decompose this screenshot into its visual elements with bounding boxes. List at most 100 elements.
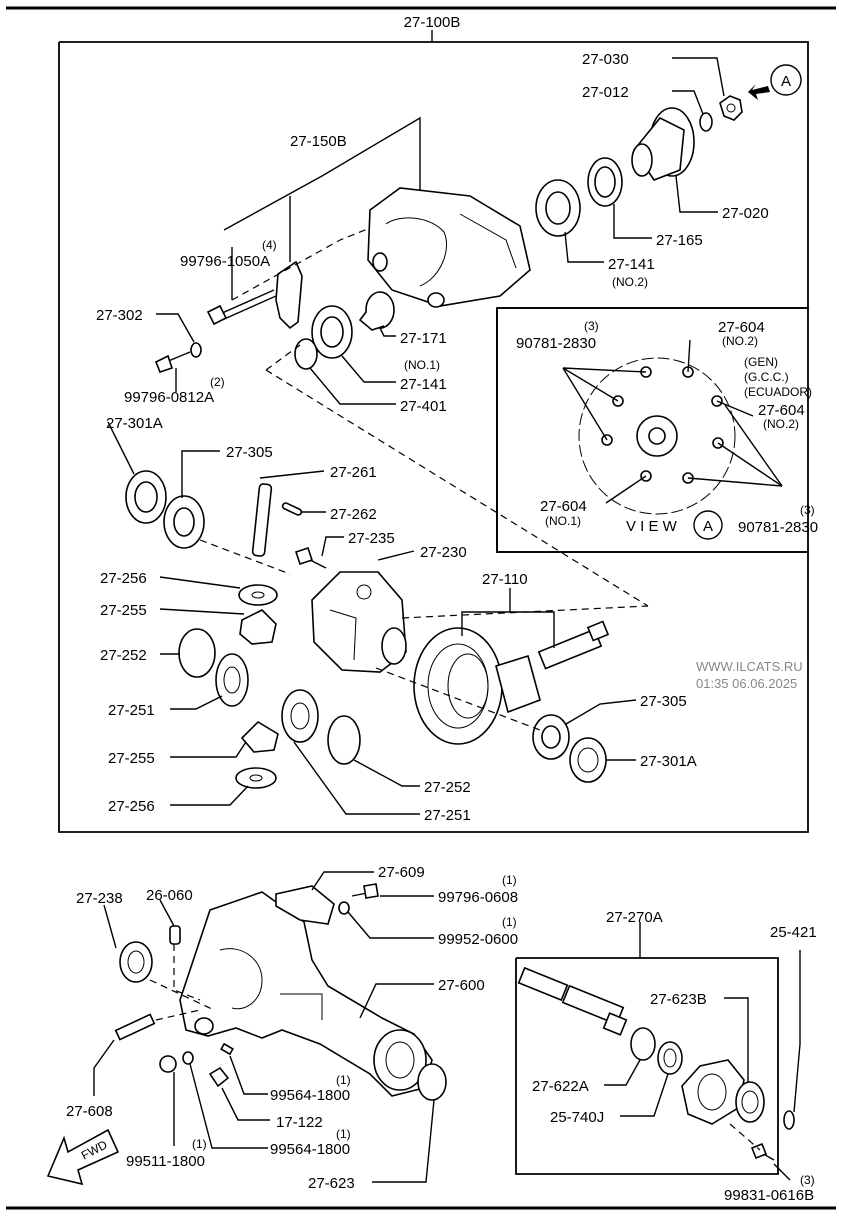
- part-label-99796-0608: 99796-0608: [438, 889, 518, 906]
- bolt-99796-1050a: [206, 289, 277, 326]
- part-label-27-609: 27-609: [378, 864, 425, 881]
- oil-seal-27-165: [587, 157, 623, 207]
- part-label-27-608: 27-608: [66, 1103, 113, 1120]
- bearing-27-141-no2: [535, 179, 581, 237]
- variant-label: (NO.2): [612, 275, 648, 289]
- upper-part-labels: 27-030 27-012 27-020 27-165 27-141 (NO.2…: [96, 51, 769, 824]
- variant-label: (NO.1): [404, 358, 440, 372]
- part-label-27-252: 27-252: [100, 647, 147, 664]
- variant-label: (NO.2): [763, 417, 799, 431]
- variant-label: (NO.2): [722, 334, 758, 348]
- part-label-27-305: 27-305: [226, 444, 273, 461]
- part-label-27-604: 27-604: [718, 319, 765, 336]
- part-label-27-110: 27-110: [482, 571, 528, 588]
- thrust-washer-27-252-bottom: [327, 715, 361, 765]
- part-label-27-623b: 27-623B: [650, 991, 707, 1008]
- market-label-gen: (GEN): [744, 355, 778, 369]
- shim-27-401: [294, 338, 318, 370]
- washer-99564-1800: [220, 1042, 234, 1056]
- part-label-99796-0812a: 99796-0812A: [124, 389, 214, 406]
- qty-label: (2): [210, 375, 225, 389]
- qty-label: (1): [502, 915, 517, 929]
- carrier-housing-27-150b: [367, 187, 531, 308]
- part-label-99796-1050a: 99796-1050A: [180, 253, 270, 270]
- bolt-99796-0812a: [154, 351, 191, 373]
- part-label-27-622a: 27-622A: [532, 1078, 589, 1095]
- part-label-25-740j: 25-740J: [550, 1109, 604, 1126]
- bearing-27-141-no1: [311, 305, 353, 359]
- pinion-gear-27-255-top: [239, 609, 277, 645]
- part-label-99564-1800: 99564-1800: [270, 1087, 350, 1104]
- part-label-27-251: 27-251: [108, 702, 155, 719]
- side-seal-27-301a-left: [125, 470, 167, 524]
- part-label-27-261: 27-261: [330, 464, 377, 481]
- part-label-17-122: 17-122: [276, 1114, 323, 1131]
- part-label-27-604: 27-604: [540, 498, 587, 515]
- lower-part-labels: 27-609 (1) 99796-0608 (1) 99952-0600 27-…: [66, 864, 817, 1204]
- view-a-flange-outline: [578, 357, 736, 515]
- part-label-27-256: 27-256: [108, 798, 155, 815]
- axle-housing-27-600: [179, 891, 433, 1097]
- diff-case-27-230: [311, 571, 407, 673]
- cover-27-623: [417, 1063, 447, 1101]
- arrow-a-indicator: A: [748, 64, 802, 100]
- bearing-27-305-right: [532, 714, 570, 760]
- upper-leader-lines: [107, 57, 725, 815]
- part-label-27-020: 27-020: [722, 205, 769, 222]
- stud-27-608: [114, 1013, 156, 1041]
- bearing-25-740j: [657, 1041, 683, 1075]
- qty-label: (4): [262, 238, 277, 252]
- part-label-25-421: 25-421: [770, 924, 817, 941]
- lower-leader-lines: [93, 871, 801, 1183]
- variant-label: (NO.1): [545, 514, 581, 528]
- part-label-27-305: 27-305: [640, 693, 687, 710]
- part-label-27-270a: 27-270A: [606, 909, 663, 926]
- bearing-27-305-left: [163, 495, 205, 549]
- part-label-99511-1800: 99511-1800: [126, 1153, 205, 1170]
- part-label-90781-2830: 90781-2830: [516, 335, 596, 352]
- sensor-17-122: [208, 1066, 230, 1088]
- lock-pin-27-262: [281, 502, 303, 516]
- plug-99511-1800: [159, 1055, 177, 1073]
- qty-label: (1): [192, 1137, 207, 1151]
- bolt-99796-0608: [351, 883, 379, 899]
- ring-and-pinion-27-110: [413, 620, 610, 745]
- o-ring-25-421: [783, 1110, 795, 1130]
- side-gear-27-251-right: [281, 689, 319, 743]
- watermark-site: WWW.ILCATS.RU: [696, 659, 803, 674]
- part-label-27-301a: 27-301A: [106, 415, 163, 432]
- part-label-90781-2830: 90781-2830: [738, 519, 818, 536]
- part-label-27-256: 27-256: [100, 570, 147, 587]
- part-label-27-255: 27-255: [100, 602, 147, 619]
- sub-assembly-frame-27-270a: [515, 922, 779, 1175]
- shaft-parts-27-270a: [517, 966, 628, 1036]
- washer-99952-0600: [338, 901, 350, 915]
- holder-27-623b: [681, 1059, 765, 1125]
- companion-flange-27-020: [631, 107, 695, 181]
- thrust-washer-27-256-top: [238, 584, 278, 606]
- part-label-99831-0616b: 99831-0616B: [724, 1187, 814, 1204]
- part-label-27-600: 27-600: [438, 977, 485, 994]
- part-label-27-165: 27-165: [656, 232, 703, 249]
- bolt-99831-0616b: [750, 1142, 775, 1161]
- washer-99564-1800: [182, 1051, 194, 1065]
- bolt-27-235: [294, 546, 327, 569]
- svg-text:A: A: [781, 73, 791, 90]
- view-title: V I E W: [626, 518, 678, 535]
- view-letter: A: [703, 518, 713, 535]
- breather-26-060: [169, 925, 181, 945]
- view-letter-circle: [693, 510, 723, 540]
- pinion-gear-27-255-bottom: [240, 720, 279, 753]
- side-gear-27-251-left: [215, 653, 249, 707]
- part-label-27-255: 27-255: [108, 750, 155, 767]
- qty-label: (1): [336, 1073, 351, 1087]
- part-label-27-141: 27-141: [608, 256, 655, 273]
- pinion-shaft-27-261: [251, 483, 273, 557]
- spacer-27-171: [358, 291, 395, 331]
- part-label-27-604: 27-604: [758, 402, 805, 419]
- part-label-27-230: 27-230: [420, 544, 467, 561]
- part-label-27-301a: 27-301A: [640, 753, 697, 770]
- part-label-27-251: 27-251: [424, 807, 471, 824]
- part-label-27-262: 27-262: [330, 506, 377, 523]
- part-label-27-302: 27-302: [96, 307, 143, 324]
